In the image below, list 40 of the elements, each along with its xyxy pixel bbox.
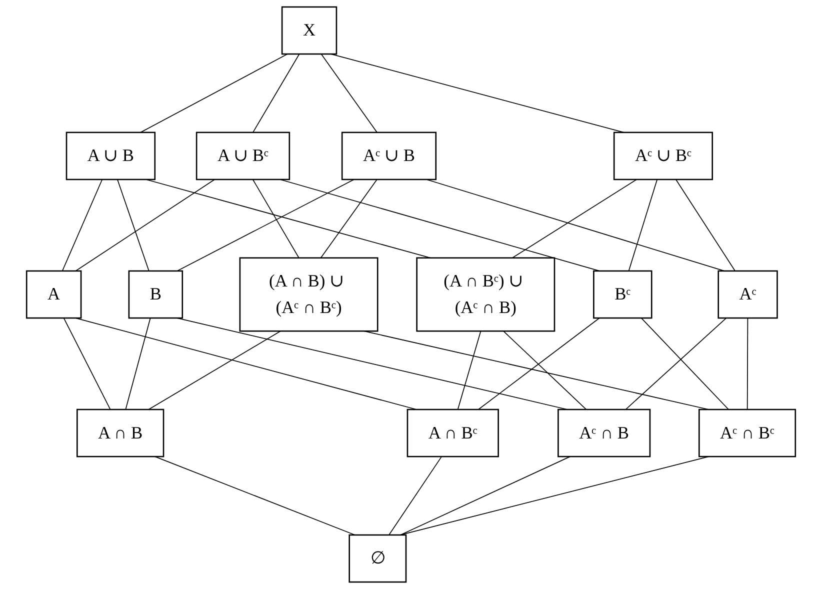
node-box: Aᶜ ∪ Bᶜ [613,132,713,180]
connector [746,318,748,410]
connector [640,318,729,410]
connector [62,179,103,272]
node-box: B [128,270,184,319]
connector [478,318,600,410]
node-box: Aᶜ ∩ B [558,408,651,458]
connector [125,318,151,410]
node-box: Aᶜ ∩ Bᶜ [698,408,796,458]
connector [154,456,356,536]
connector [400,456,571,536]
connector [625,318,727,410]
node-box: Aᶜ [718,270,778,319]
connector [117,179,150,272]
node-box: Bᶜ [593,270,652,319]
node-box: A ∪ B [66,132,156,180]
connector [320,179,378,258]
connector [148,330,281,410]
node-box: (A ∩ B) ∪ (Aᶜ ∩ Bᶜ) [239,257,378,332]
connector [176,179,354,272]
connector [675,179,736,272]
node-box: A [26,270,82,319]
connector [628,179,658,272]
node-box: X [281,6,338,55]
connector [320,54,378,133]
node-box: (A ∩ Bᶜ) ∪ (Aᶜ ∩ B) [416,257,556,332]
connector [502,330,587,410]
connector [252,179,300,258]
connector [140,54,288,133]
connector [75,179,216,272]
connector [388,456,442,536]
connector [252,54,300,133]
connector [457,330,482,410]
node-box: A ∪ Bᶜ [196,132,290,180]
connector [512,179,638,258]
node-box: ∅ [348,534,407,583]
connector [63,318,111,410]
node-box: Aᶜ ∪ B [341,132,437,180]
node-box: A ∩ Bᶜ [406,408,499,458]
node-box: A ∩ B [76,408,164,458]
